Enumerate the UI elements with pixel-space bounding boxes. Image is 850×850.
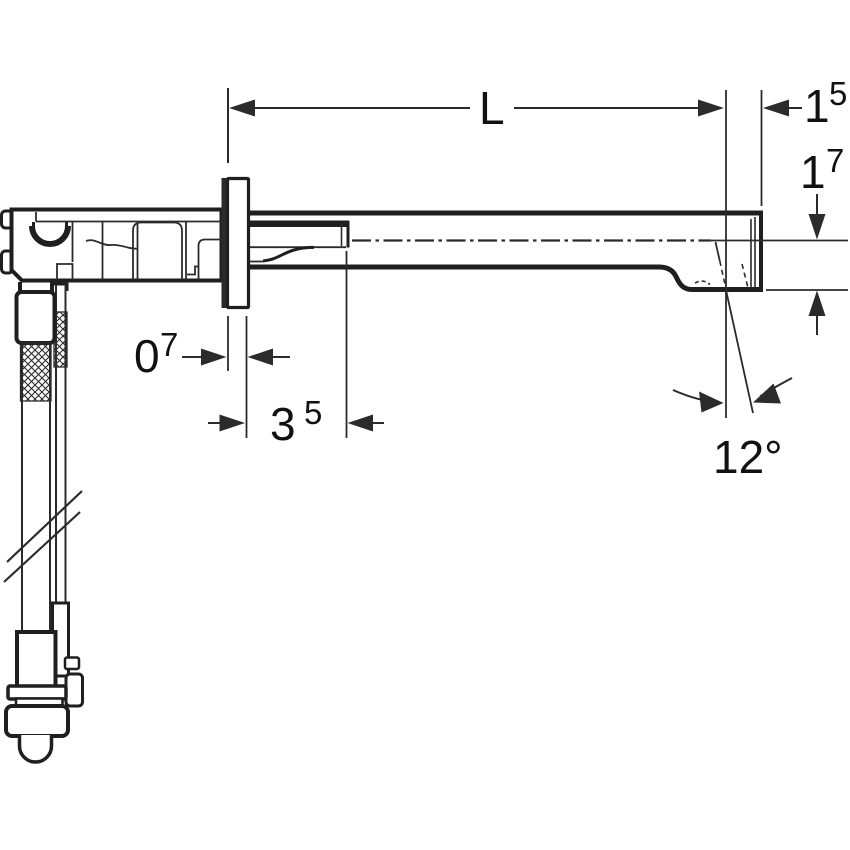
- dimension-end-width: 1 5: [763, 75, 847, 132]
- connector-tab: [63, 656, 81, 671]
- wall-flange: [221, 176, 251, 310]
- dimension-end-width-label: 1: [804, 80, 830, 132]
- dimension-length-label: L: [479, 82, 505, 134]
- dimension-insert-depth: 3 5: [208, 251, 384, 450]
- connector-tip: [17, 735, 54, 764]
- connector-side-piece: [64, 672, 84, 708]
- dimension-insert-depth-label: 3: [270, 398, 296, 450]
- angle-reference-line: [714, 241, 754, 414]
- dimension-flange-thickness-superscript: 7: [160, 326, 178, 363]
- retaining-clip: [29, 222, 71, 247]
- tap-body: [0, 207, 224, 283]
- dimension-outlet-height-label: 1: [800, 146, 826, 198]
- spout: [248, 210, 763, 292]
- supply-hoses: [3, 282, 84, 764]
- hose-nut-upper: [14, 290, 57, 345]
- connector-nut: [4, 704, 70, 738]
- connector-body: [15, 630, 58, 689]
- dimension-outlet-angle: 12°: [672, 241, 793, 483]
- arrowhead-up: [808, 290, 826, 316]
- dimension-outlet-height: 1 7: [711, 142, 848, 335]
- arrowhead-left: [247, 348, 273, 366]
- dimension-annotations: L 1 5 1 7 0 7: [134, 75, 848, 483]
- flange-gasket: [221, 178, 228, 308]
- dimension-insert-depth-superscript: 5: [304, 394, 322, 431]
- dimension-flange-thickness-label: 0: [134, 330, 160, 382]
- arrowhead-left: [753, 383, 781, 404]
- dimension-end-width-superscript: 5: [829, 75, 847, 112]
- hose-break-symbol: [3, 490, 83, 583]
- flange-plate: [225, 176, 251, 310]
- arrowhead-right: [698, 99, 724, 117]
- arrowhead-left: [229, 99, 255, 117]
- dimension-outlet-angle-label: 12°: [713, 431, 783, 483]
- hose-connector: [4, 601, 84, 764]
- arrowhead-right: [219, 414, 245, 432]
- spout-bottom-edge: [248, 264, 763, 292]
- dimension-outlet-height-superscript: 7: [826, 142, 844, 179]
- arrowhead-right: [201, 348, 227, 366]
- arrowhead-right: [699, 391, 724, 413]
- dimension-flange-thickness: 0 7: [134, 316, 290, 438]
- spout-insert: [249, 220, 350, 263]
- connector-washer: [6, 684, 68, 701]
- valve-body-internal-lines: [35, 212, 222, 280]
- dimension-length: L: [229, 82, 724, 134]
- spout-end-inner-wall: [750, 217, 756, 288]
- arrowhead-down: [808, 214, 826, 240]
- hose-main-braid: [19, 342, 52, 402]
- arrowhead-left: [763, 99, 789, 117]
- arrowhead-left: [347, 414, 373, 432]
- outlet-hidden-edges: [694, 260, 749, 291]
